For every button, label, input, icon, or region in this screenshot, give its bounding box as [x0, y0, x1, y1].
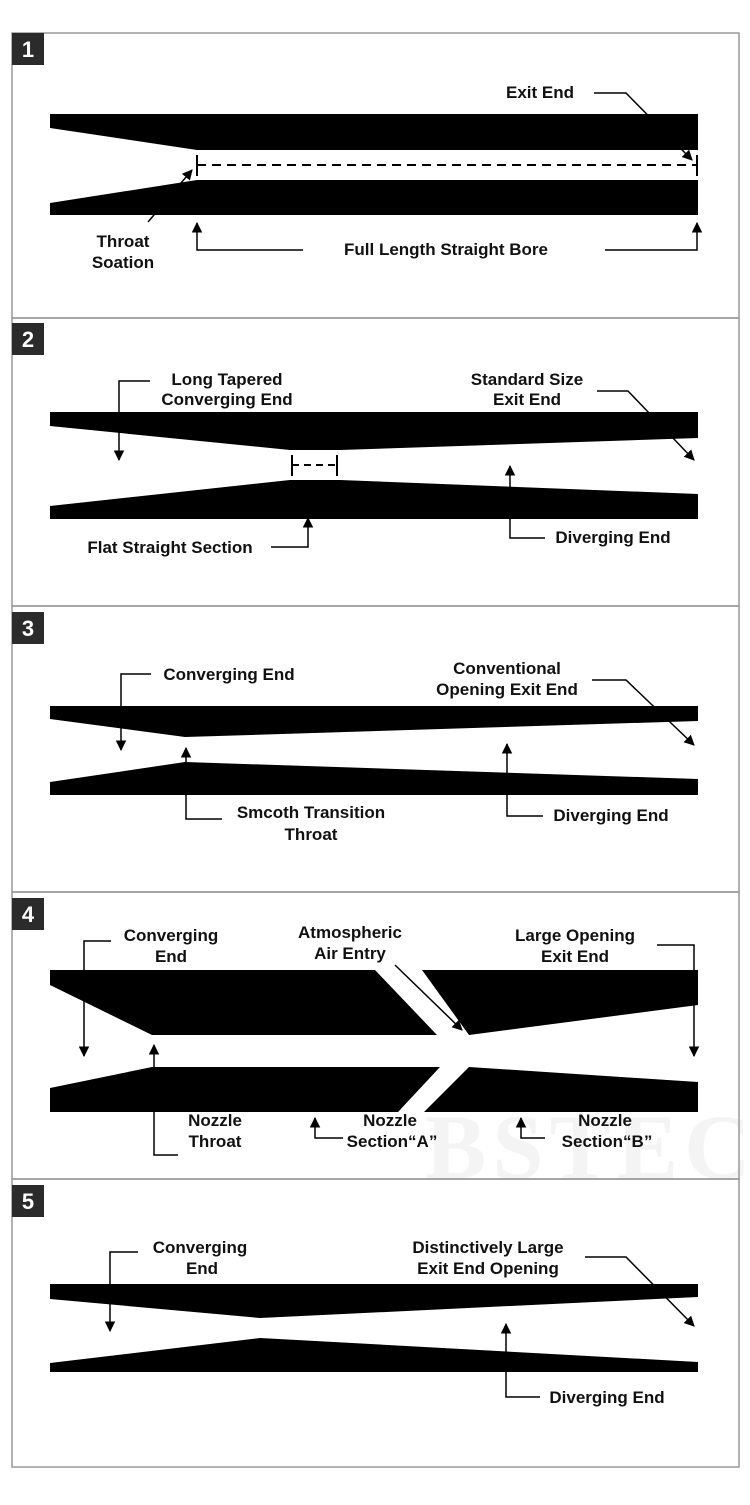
exit-end-arrow	[597, 390, 695, 461]
label-converging-line1: Converging	[124, 926, 218, 945]
label-air-line1: Atmospheric	[298, 923, 402, 942]
watermark-text: BSTEC	[425, 1096, 750, 1198]
label-converging-line1: Long Tapered	[171, 370, 282, 389]
label-throat-line1: Throat	[97, 232, 150, 251]
exit-end-arrow	[594, 92, 693, 161]
label-exit-line1: Distinctively Large	[412, 1238, 563, 1257]
panel-4: 4 Converging End Atmospheric Air Entry L…	[11, 891, 740, 1180]
converging-arrow	[115, 673, 151, 752]
nozzle-upper-wall	[50, 706, 698, 737]
air-entry-arrow	[394, 964, 463, 1031]
nozzle-lower-wall-rear	[424, 1067, 698, 1112]
label-throat-line1: Nozzle	[188, 1111, 242, 1130]
label-exit-line2: Exit End Opening	[417, 1259, 559, 1278]
nozzle-lower-wall	[50, 762, 698, 795]
bore-arrow-right	[605, 221, 703, 251]
panel-5: 5 Converging End Distinctively Large Exi…	[11, 1178, 740, 1468]
nozzle-lower-wall	[50, 1338, 698, 1372]
nozzle-upper-wall	[50, 1284, 698, 1318]
converging-arrow	[113, 380, 150, 462]
label-converging-line2: End	[186, 1259, 218, 1278]
section-b-arrow	[515, 1116, 545, 1139]
panel-number-badge	[12, 612, 44, 644]
label-exit-line2: Opening Exit End	[436, 680, 578, 699]
label-throat-line2: Throat	[189, 1132, 242, 1151]
nozzle-lower-wall	[50, 180, 698, 215]
label-throat-line2: Soation	[92, 253, 154, 272]
panel-border	[11, 1178, 740, 1468]
nozzle-lower-wall	[50, 480, 698, 519]
label-converging-line1: Converging	[153, 1238, 247, 1257]
bore-arrow-left	[191, 221, 303, 251]
label-bore: Full Length Straight Bore	[344, 240, 548, 259]
label-exit-line2: Exit End	[541, 947, 609, 966]
label-section-b-line1: Nozzle	[578, 1111, 632, 1130]
bore-dimension	[196, 155, 698, 176]
label-diverging: Diverging End	[553, 806, 668, 825]
exit-end-arrow	[585, 1256, 695, 1327]
diverging-arrow	[504, 464, 545, 539]
label-converging: Converging End	[163, 665, 294, 684]
converging-arrow	[78, 940, 111, 1058]
flat-section-dimension	[291, 455, 338, 476]
throat-arrow	[180, 746, 222, 820]
label-exit-end: Exit End	[506, 83, 574, 102]
nozzle-upper-wall-rear	[422, 970, 698, 1035]
label-exit-line1: Large Opening	[515, 926, 635, 945]
label-converging-line2: End	[155, 947, 187, 966]
panel-number-badge	[12, 898, 44, 930]
label-diverging: Diverging End	[549, 1388, 664, 1407]
panel-border	[11, 317, 740, 607]
exit-end-arrow	[592, 679, 695, 746]
panel-number: 3	[22, 616, 34, 641]
nozzle-upper-wall-front	[50, 970, 437, 1035]
panel-number-badge	[12, 323, 44, 355]
label-section-a-line1: Nozzle	[363, 1111, 417, 1130]
watermark: BSTEC	[425, 1096, 750, 1198]
converging-arrow	[104, 1251, 138, 1333]
panel-2: 2 Long Tapered Converging End Standard S…	[11, 317, 740, 607]
label-throat-line2: Throat	[285, 825, 338, 844]
diverging-arrow	[501, 742, 543, 817]
label-converging-line2: Converging End	[161, 390, 292, 409]
label-section-b-line2: Section“B”	[562, 1132, 653, 1151]
label-air-line2: Air Entry	[314, 944, 386, 963]
nozzle-lower-wall-front	[50, 1067, 440, 1112]
throat-arrow	[147, 169, 193, 223]
panel-number: 1	[22, 37, 34, 62]
label-exit-line1: Conventional	[453, 659, 561, 678]
section-a-arrow	[309, 1116, 343, 1139]
flat-section-arrow	[271, 516, 314, 548]
label-exit-line2: Exit End	[493, 390, 561, 409]
diverging-arrow	[500, 1322, 540, 1398]
panel-1: 1 Exit End Throat Soation Full Length St…	[11, 32, 740, 319]
label-exit-line1: Standard Size	[471, 370, 583, 389]
throat-arrow	[148, 1043, 178, 1156]
label-throat-line1: Smcoth Transition	[237, 803, 385, 822]
panel-number: 2	[22, 327, 34, 352]
panel-number-badge	[12, 1185, 44, 1217]
panel-border	[11, 32, 740, 319]
label-diverging: Diverging End	[555, 528, 670, 547]
panel-number: 4	[22, 902, 35, 927]
exit-end-arrow	[657, 944, 700, 1058]
label-flat-section: Flat Straight Section	[87, 538, 252, 557]
nozzle-upper-wall	[50, 114, 698, 150]
panel-number: 5	[22, 1189, 34, 1214]
label-section-a-line2: Section“A”	[347, 1132, 438, 1151]
panel-number-badge	[12, 33, 44, 65]
panel-3: 3 Converging End Conventional Opening Ex…	[11, 605, 740, 893]
nozzle-upper-wall	[50, 412, 698, 450]
